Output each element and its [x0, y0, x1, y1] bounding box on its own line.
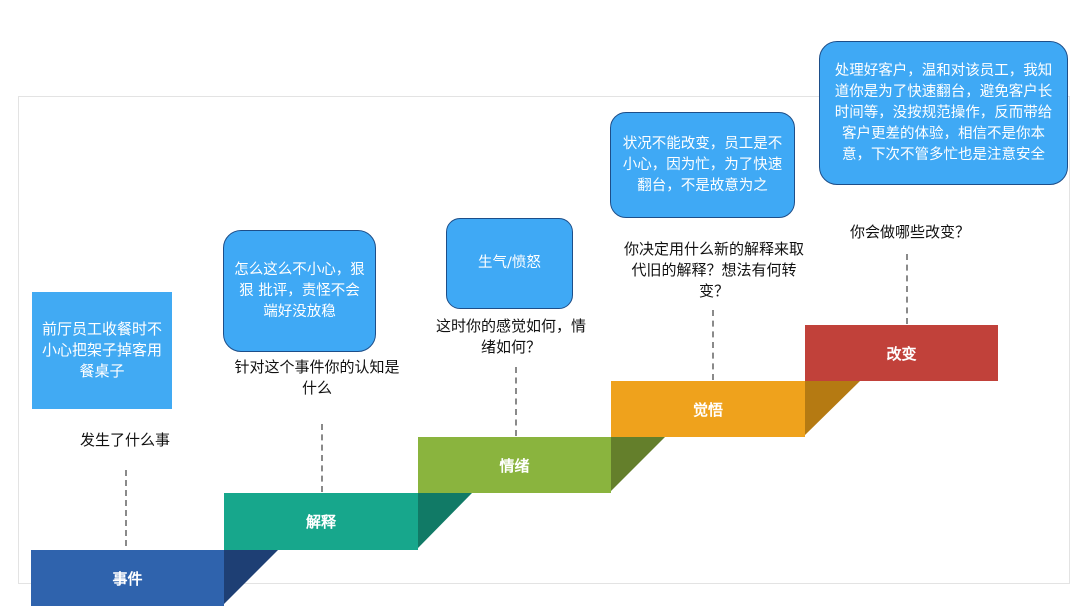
- step-awareness-label: 觉悟: [692, 401, 723, 419]
- answer-interpretation-bubble: 怎么这么不小心，狠狠 批评，责怪不会端好没放稳: [223, 230, 376, 352]
- connector-line-interpretation: [321, 424, 323, 492]
- step-emotion-label: 情绪: [499, 457, 530, 475]
- answer-event-box: 前厅员工收餐时不小心把架子掉客用餐桌子: [32, 292, 172, 409]
- answer-awareness-bubble: 状况不能改变，员工是不小心，因为忙，为了快速翻台，不是故意为之: [610, 112, 795, 218]
- step-emotion-connector: [611, 437, 665, 491]
- step-awareness-connector: [805, 381, 860, 435]
- question-emotion: 这时你的感觉如何，情绪如何？: [436, 317, 587, 356]
- question-event: 发生了什么事: [79, 431, 170, 449]
- question-interpretation: 针对这个事件你的认知是什么: [234, 358, 400, 397]
- answer-change-bubble: 处理好客户，温和对该员工，我知道你是为了快速翻台，避免客户长时间等，没按规范操作…: [819, 41, 1068, 185]
- step-emotion: [418, 437, 611, 493]
- question-awareness: 你决定用什么新的解释来取代旧的解释？想法有何转变？: [624, 240, 805, 300]
- step-interpretation-connector: [418, 493, 472, 548]
- connector-line-event: [125, 470, 127, 546]
- connector-line-change: [906, 254, 908, 324]
- answer-emotion-bubble: 生气/愤怒: [446, 218, 573, 309]
- step-change-label: 改变: [886, 345, 917, 363]
- step-event-connector: [224, 550, 278, 604]
- step-change: [805, 325, 998, 381]
- step-awareness: [611, 381, 805, 437]
- connector-line-emotion: [515, 367, 517, 436]
- step-interpretation: [224, 493, 418, 550]
- step-interpretation-label: 解释: [305, 513, 336, 531]
- step-event: [31, 550, 224, 606]
- question-change: 你会做哪些改变？: [849, 223, 970, 241]
- step-event-label: 事件: [112, 570, 143, 588]
- connector-line-awareness: [712, 310, 714, 380]
